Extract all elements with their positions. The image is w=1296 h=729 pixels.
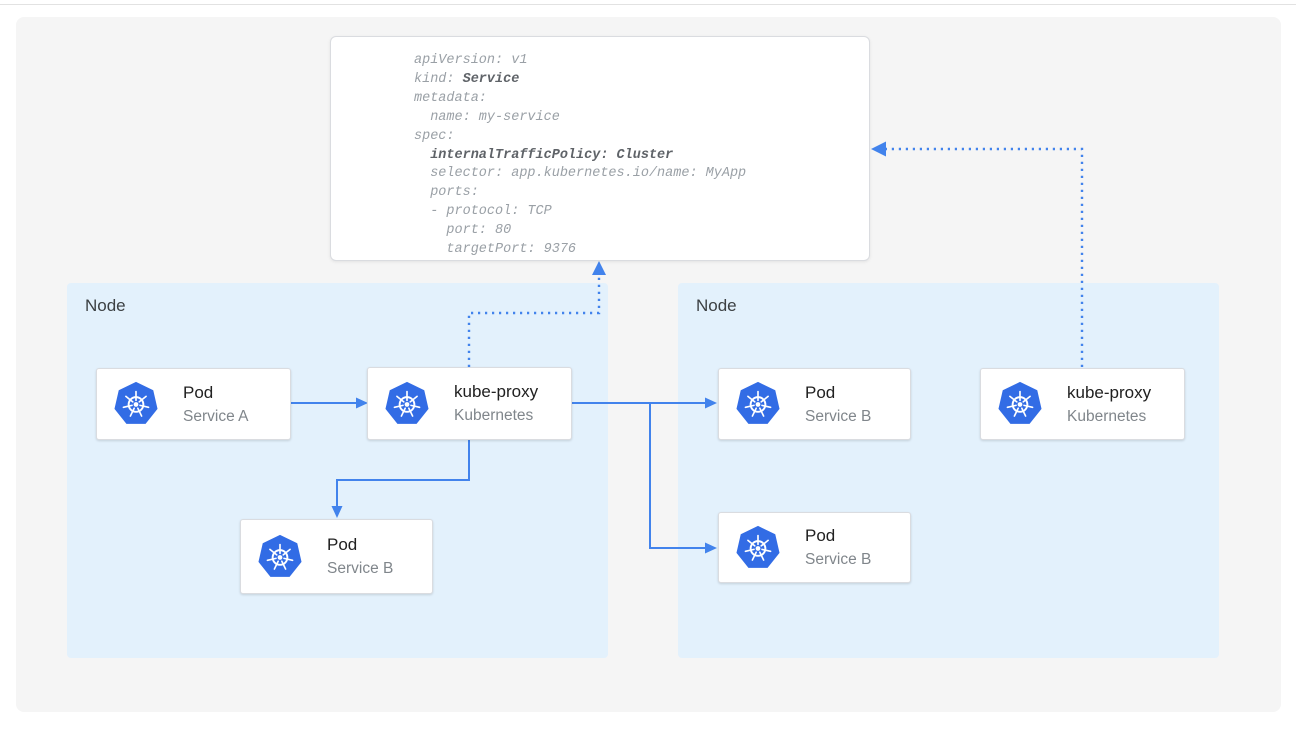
card-title: kube-proxy <box>454 382 539 401</box>
kubernetes-icon <box>385 381 429 424</box>
yaml-line: apiVersion: v1 <box>414 53 528 68</box>
kubernetes-icon <box>258 534 302 577</box>
node-label: Node <box>696 296 737 315</box>
card-title: Pod <box>805 526 836 545</box>
card-pod-service-b-left: Pod Service B <box>240 519 433 594</box>
yaml-line: spec: <box>414 128 455 144</box>
yaml-line: - protocol: TCP <box>414 204 552 220</box>
node-left: Node <box>67 283 608 658</box>
kubernetes-icon <box>736 525 780 568</box>
yaml-line: internalTrafficPolicy: Cluster <box>430 147 674 163</box>
yaml-line: selector: app.kubernetes.io/name: MyApp <box>414 166 747 182</box>
card-title: kube-proxy <box>1067 382 1152 402</box>
service-yaml-card: apiVersion: v1 kind: Service metadata: n… <box>330 36 870 261</box>
card-title: Pod <box>805 382 836 402</box>
node-label: Node <box>85 296 126 315</box>
card-pod-service-a: Pod Service A <box>96 368 291 440</box>
kubernetes-icon <box>114 381 158 424</box>
kubernetes-icon <box>998 381 1042 424</box>
kubernetes-icon <box>736 381 780 424</box>
node-right: Node <box>678 283 1219 658</box>
yaml-line: metadata: <box>414 90 487 106</box>
card-subtitle: Kubernetes <box>1067 407 1147 425</box>
card-pod-service-b-top: Pod Service B <box>718 368 911 440</box>
yaml-line: name: my-service <box>414 109 560 125</box>
top-divider <box>0 4 1296 5</box>
card-subtitle: Kubernetes <box>454 407 534 424</box>
card-subtitle: Service B <box>805 407 872 425</box>
card-kube-proxy-left: kube-proxy Kubernetes <box>367 367 572 440</box>
yaml-line: port: 80 <box>414 223 512 239</box>
card-title: Pod <box>327 535 358 554</box>
card-subtitle: Service A <box>183 407 249 425</box>
card-subtitle: Service B <box>327 560 394 577</box>
card-title: Pod <box>183 382 214 402</box>
yaml-line: ports: <box>414 185 479 201</box>
yaml-line: kind: Service <box>414 71 520 87</box>
yaml-line: targetPort: 9376 <box>414 242 577 258</box>
card-subtitle: Service B <box>805 551 872 568</box>
card-pod-service-b-bottom: Pod Service B <box>718 512 911 583</box>
card-kube-proxy-right: kube-proxy Kubernetes <box>980 368 1185 440</box>
